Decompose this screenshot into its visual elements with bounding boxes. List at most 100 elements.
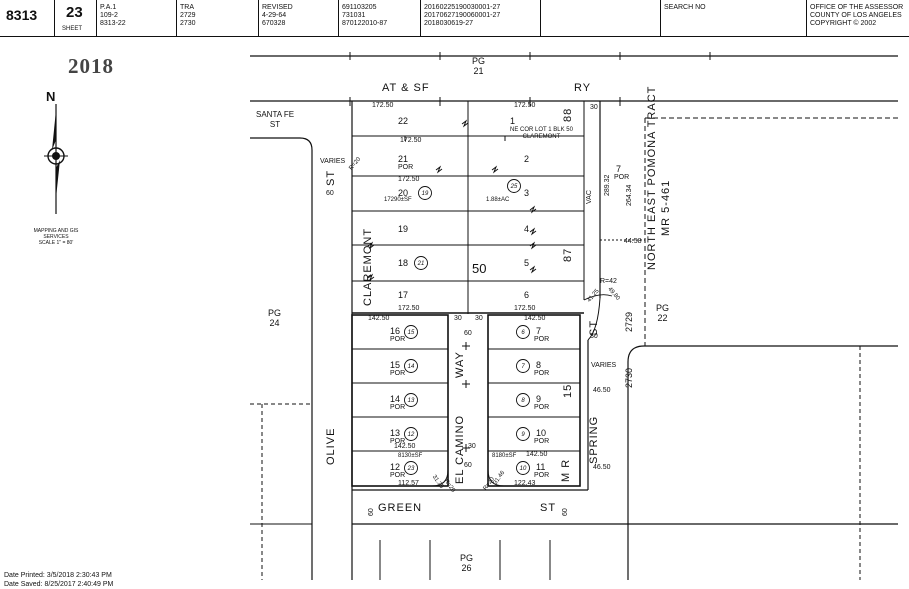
- search-number-label: SEARCH NO: [664, 4, 706, 11]
- sheet-label: SHEET: [62, 26, 83, 32]
- lot-number: 15: [390, 360, 401, 370]
- area-label: 1.88±AC: [486, 197, 510, 203]
- lot-number: 12: [390, 462, 401, 472]
- dim-30: 30: [468, 443, 476, 450]
- green-street-label: GREEN: [378, 502, 423, 514]
- parcel-number: 23: [407, 466, 415, 472]
- area-label: 8180±SF: [492, 453, 517, 459]
- north-label: N: [46, 89, 56, 104]
- parcel-number: 19: [422, 191, 429, 197]
- lot-note: POR: [534, 438, 550, 445]
- dim-4458: 44.58: [624, 238, 642, 245]
- parcel-number: 9: [521, 432, 525, 438]
- lot-number: 13: [390, 428, 401, 438]
- lot-number: 17: [398, 290, 409, 300]
- parcel-number: 10: [520, 466, 527, 472]
- lot-number: 16: [390, 326, 401, 336]
- lot-number: 14: [390, 394, 401, 404]
- dim-11257: 112.57: [398, 480, 419, 487]
- lot-number: 22: [398, 116, 409, 126]
- railway-label: AT & SF: [382, 82, 430, 94]
- lot-number: 7: [616, 164, 622, 174]
- lot-number: 7: [536, 326, 542, 336]
- dim-4650: 46.50: [593, 464, 611, 471]
- dim-172: 172.50: [514, 102, 536, 109]
- dim-172: 172.50: [372, 102, 394, 109]
- parcel-number: 7: [521, 364, 525, 370]
- parcel-number: 21: [417, 261, 425, 267]
- lot-number: 6: [524, 290, 530, 300]
- dim-12243: 122.43: [514, 480, 536, 487]
- lot-number: 4: [524, 224, 530, 234]
- dim-172: 172.50: [398, 305, 420, 312]
- lot-note: POR: [534, 472, 550, 479]
- parcel-number: 25: [510, 184, 518, 190]
- lot-number: 18: [398, 258, 409, 268]
- green-st-label: ST: [540, 502, 557, 514]
- dim-142: 142.50: [368, 315, 390, 322]
- lot-number: 20: [398, 188, 409, 198]
- dim-172: 172.50: [514, 305, 536, 312]
- dim-60: 60: [326, 190, 334, 197]
- lot-note: POR: [390, 370, 406, 377]
- lot-number: 3: [524, 188, 530, 198]
- lot-note: POR: [390, 472, 406, 479]
- year-stamp: 2018: [68, 54, 114, 78]
- parcel-number: 6: [521, 330, 525, 336]
- dim-142: 142.50: [524, 315, 546, 322]
- dim-30: 30: [590, 104, 598, 111]
- lot-note: POR: [534, 336, 550, 343]
- lot-number: 19: [398, 224, 409, 234]
- parcel-number: 8: [521, 398, 525, 404]
- dim-4650: 46.50: [593, 387, 611, 394]
- parcel-number: 13: [408, 398, 415, 404]
- lot-note: POR: [390, 336, 406, 343]
- dim-142: 142.50: [526, 451, 548, 458]
- map-book-number: 8313: [6, 7, 38, 23]
- dim-varies: VARIES: [320, 158, 346, 165]
- lot-note: POR: [390, 404, 406, 411]
- dim-142: 142.50: [394, 443, 416, 450]
- dim-30: 30: [475, 315, 483, 322]
- lot-note: POR: [534, 370, 550, 377]
- lot-note: POR: [614, 174, 630, 181]
- lot-number: 8: [536, 360, 542, 370]
- lot-number: 5: [524, 258, 530, 268]
- dim-172: 172.50: [398, 176, 420, 183]
- parcel-number: 14: [408, 364, 415, 370]
- lot-note: POR: [534, 404, 550, 411]
- dim-30: 30: [590, 333, 598, 340]
- parcel-number: 15: [408, 330, 415, 336]
- dim-30: 30: [454, 315, 462, 322]
- dim-60: 60: [464, 462, 472, 469]
- lot-note: POR: [390, 438, 406, 445]
- dim-varies: VARIES: [591, 362, 617, 369]
- dim-172: 172.50: [400, 137, 422, 144]
- lot-number: 1: [510, 116, 516, 126]
- block-number: 50: [472, 261, 487, 276]
- lot-number: 11: [536, 462, 546, 472]
- railway-label-ry: RY: [574, 82, 592, 94]
- lot-number: 21: [398, 154, 409, 164]
- lot-number: 9: [536, 394, 542, 404]
- dim-r42: R=42: [600, 278, 617, 285]
- lot-note: POR: [398, 164, 414, 171]
- page-number: 23: [66, 4, 83, 21]
- lot-number: 10: [536, 428, 547, 438]
- dim-60: 60: [464, 330, 472, 337]
